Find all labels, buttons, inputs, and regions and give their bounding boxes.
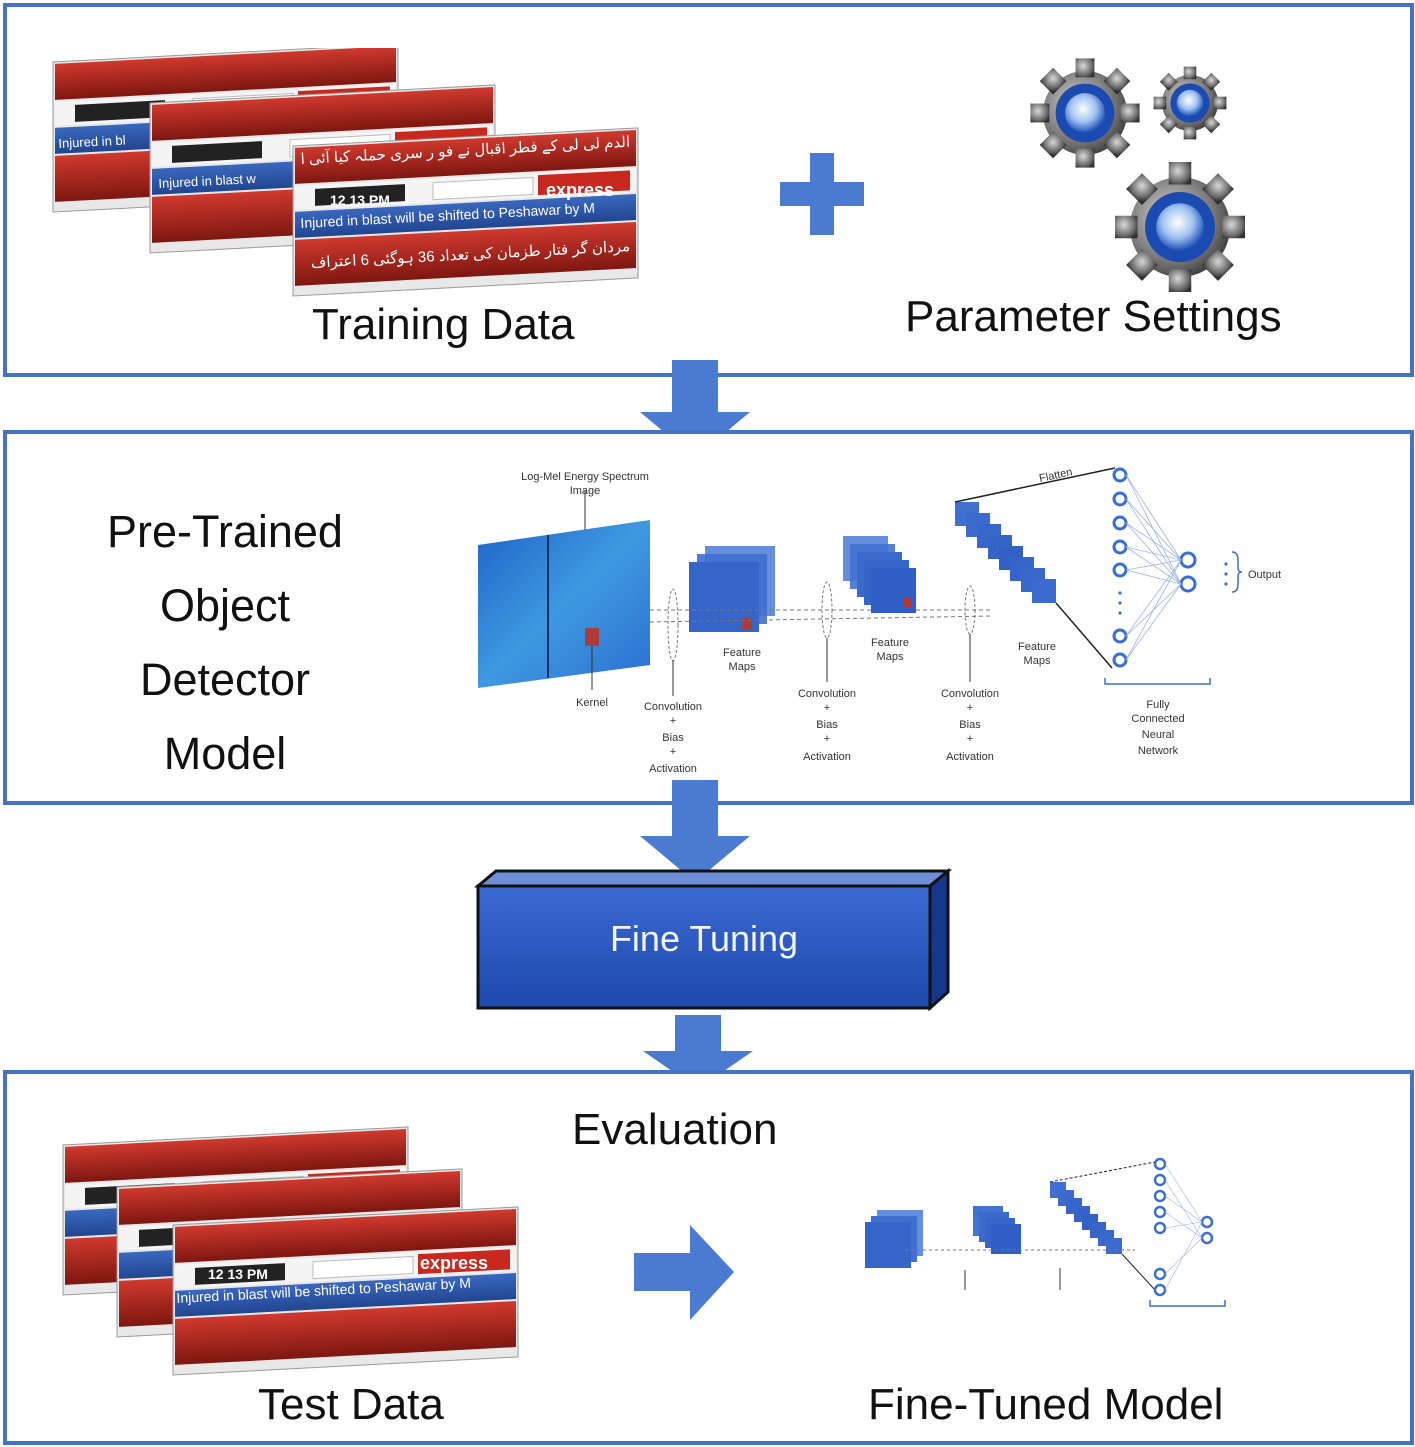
feature-maps-1 [689,546,775,632]
fc-text-2: Connected [1131,713,1184,725]
ft-feature-maps-3 [1050,1182,1122,1254]
cnn-diagram: Log-Mel Energy Spectrum Image Kernel Con… [478,466,1281,775]
fc-text-3: Neural [1142,729,1174,741]
conv2-plus-2: + [824,733,830,745]
conv1-activation: Activation [649,763,697,775]
conv3-plus: + [967,702,973,714]
feature-maps-1-text: Feature [723,647,761,659]
down-arrow-2 [640,780,750,882]
conv3-bias: Bias [959,719,981,731]
training-data-label: Training Data [312,300,575,349]
test-news-channel-text: express [420,1253,489,1273]
down-arrow-3 [643,1015,753,1089]
evaluation-label: Evaluation [572,1105,778,1154]
flatten-text: Flatten [1038,466,1073,485]
pretrained-title-line: Pre-Trained [107,506,343,557]
feature-maps-2-text: Feature [871,637,909,649]
test-data-label: Test Data [258,1380,444,1429]
conv2-bias: Bias [816,719,838,731]
fine-tuning-label: Fine Tuning [609,918,799,959]
gear-icon [1030,58,1245,292]
conv1-plus-2: + [670,746,676,758]
kernel-text: Kernel [576,697,608,709]
fc-neurons [1112,467,1197,668]
parameter-settings-label: Parameter Settings [905,292,1282,341]
conv3-text: Convolution [941,688,999,700]
feature-maps-2 [843,536,916,613]
pretrained-title-line: Model [163,728,287,779]
ft-feature-maps-1 [865,1210,923,1268]
fine-tuning-box [473,868,953,1012]
ft-feature-maps-2 [973,1206,1021,1254]
kernel-box [585,628,599,646]
right-arrow [634,1225,734,1320]
feature-maps-3 [955,502,1056,603]
fine-tuned-model-label: Fine-Tuned Model [868,1380,1224,1429]
spectrum-title-text: Log-Mel Energy Spectrum [521,471,649,483]
feature-maps-1-text-2: Maps [729,661,756,673]
pretrained-title-line: Detector [139,654,311,705]
plus-icon [780,153,864,235]
news-time-text: 12 13 PM [330,192,390,208]
feature-maps-3-text: Feature [1018,641,1056,653]
spectrum-image [478,520,650,688]
feature-maps-2-text-2: Maps [877,651,904,663]
news-channel-text: express [546,180,615,200]
conv1-text: Convolution [644,701,702,713]
conv2-text: Convolution [798,688,856,700]
conv3-activation: Activation [946,751,994,763]
fc-text-4: Network [1138,745,1179,757]
conv3-plus-2: + [967,733,973,745]
conv1-bias: Bias [662,732,684,744]
conv2-activation: Activation [803,751,851,763]
spectrum-title-text-2: Image [570,485,601,497]
pretrained-title-line: Object [159,580,291,631]
feature-maps-3-text-2: Maps [1024,655,1051,667]
conv2-plus: + [824,702,830,714]
test-news-time-text: 12 13 PM [208,1266,268,1282]
fine-tuned-model-diagram [865,1157,1226,1307]
pretrained-title: Pre-Trained Object Detector Model [60,495,390,791]
fc-text-1: Fully [1146,699,1170,711]
conv1-plus: + [670,715,676,727]
output-text: Output [1248,569,1281,581]
